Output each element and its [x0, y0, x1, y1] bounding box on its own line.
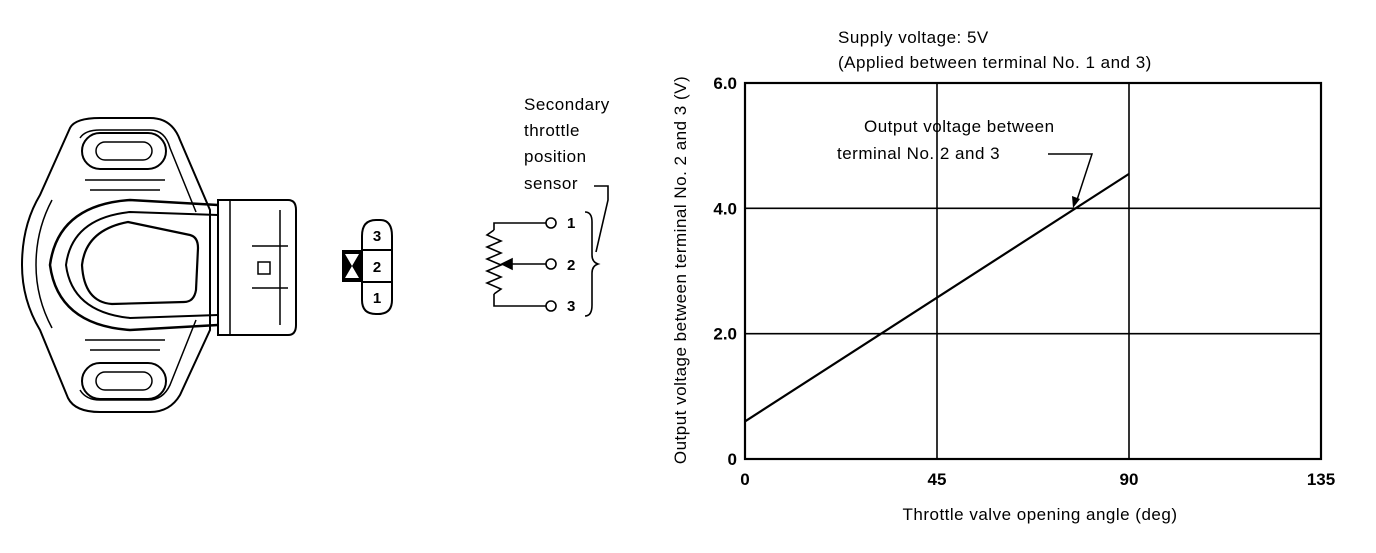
upper-lead: [493, 222, 546, 230]
chart-grid: [745, 83, 1321, 459]
rotor-opening: [80, 220, 200, 306]
terminal-circle-2: [545, 258, 557, 270]
terminal-circle-3: [545, 300, 557, 312]
tick-labels: 0 45 90 135 0 2.0 4.0 6.0: [713, 74, 1335, 489]
output-voltage-line: [744, 172, 1130, 423]
callout-arrow-icon: [1072, 196, 1080, 208]
sensor-label-line-3: position: [524, 147, 587, 166]
x-tick-label: 0: [740, 470, 749, 489]
callout-line-1: Output voltage between: [864, 117, 1055, 136]
terminal-brace: [584, 211, 601, 317]
callout-leader: [1048, 153, 1094, 204]
resistor-zigzag-icon: [484, 229, 504, 295]
pinout-pin-1: 1: [373, 290, 381, 307]
x-tick-label: 45: [928, 470, 947, 489]
pinout-outline: [361, 219, 393, 315]
series-layer: [744, 172, 1130, 423]
plot-frame: [743, 81, 1323, 461]
y-tick-label: 6.0: [713, 74, 737, 93]
pinout-pin-3: 3: [373, 228, 381, 245]
wiper-arrow-icon: [500, 257, 513, 271]
potentiometer-schematic: [484, 185, 609, 317]
sensor-label-line-2: throttle: [524, 121, 580, 140]
x-tick-label: 135: [1307, 470, 1335, 489]
throttle-sensor-illustration: [20, 117, 297, 413]
lock-tab-marker-icon: [345, 254, 359, 278]
voltage-chart: 0 45 90 135 0 2.0 4.0 6.0 Throttle valve openin…: [671, 28, 1335, 524]
y-tick-label: 0: [728, 450, 737, 469]
sensor-connector: [217, 199, 297, 336]
circuit-terminal-1: 1: [567, 215, 575, 232]
y-axis-label: Output voltage between terminal No. 2 an…: [671, 76, 690, 464]
supply-voltage-detail: (Applied between terminal No. 1 and 3): [838, 53, 1152, 72]
lower-lead: [493, 294, 546, 307]
supply-voltage-note: Supply voltage: 5V: [838, 28, 989, 47]
rotor-housing: [48, 198, 219, 332]
x-axis-label: Throttle valve opening angle (deg): [903, 505, 1178, 524]
sensor-housing: [20, 117, 211, 413]
sensor-label-line-1: Secondary: [524, 95, 610, 114]
y-tick-label: 4.0: [713, 199, 737, 218]
circuit-terminal-2: 2: [567, 257, 575, 274]
label-leader: [594, 185, 609, 253]
sensor-label: Secondary throttle position sensor: [524, 95, 610, 193]
terminal-circle-1: [545, 217, 557, 229]
pinout-pin-2: 2: [373, 259, 381, 276]
bottom-mount-slot: [81, 362, 167, 400]
top-mount-slot: [81, 132, 167, 170]
circuit-terminal-3: 3: [567, 298, 575, 315]
y-tick-label: 2.0: [713, 325, 737, 344]
connector-pinout: 3 2 1: [342, 219, 393, 315]
sensor-label-line-4: sensor: [524, 174, 578, 193]
x-tick-label: 90: [1120, 470, 1139, 489]
callout-line-2: terminal No. 2 and 3: [837, 144, 1000, 163]
